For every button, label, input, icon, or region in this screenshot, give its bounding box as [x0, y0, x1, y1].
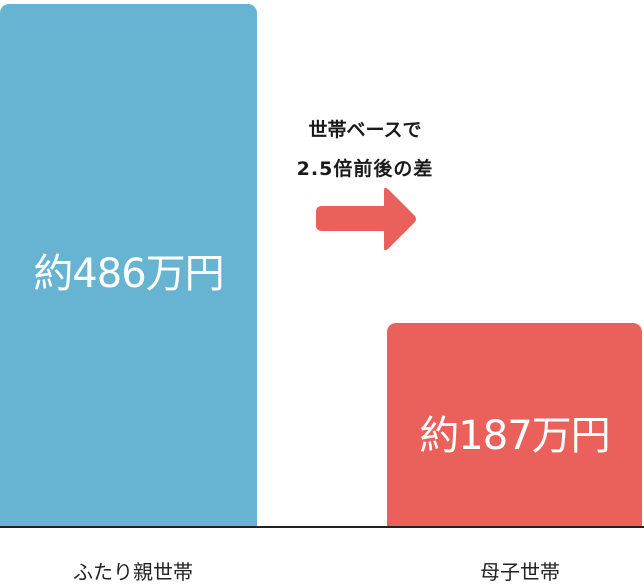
bar-two-parent-household: 約486万円	[0, 4, 257, 527]
bar-value-two-parent: 約486万円	[33, 251, 224, 297]
bar-single-mother-household: 約187万円	[387, 323, 642, 527]
annotation-line-2: 2.5倍前後の差	[296, 158, 434, 180]
bar-value-single-mother: 約187万円	[419, 413, 610, 459]
category-label-two-parent: ふたり親世帯	[73, 560, 193, 584]
category-label-single-mother: 母子世帯	[480, 560, 560, 584]
arrow-right-icon	[316, 187, 416, 251]
x-axis-baseline	[0, 526, 644, 528]
annotation-line-1: 世帯ベースで	[308, 119, 422, 141]
